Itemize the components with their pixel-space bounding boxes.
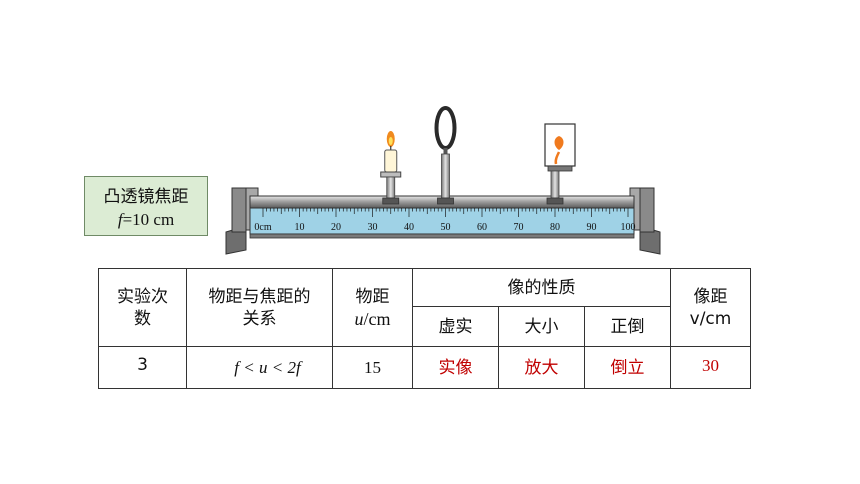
- ruler-tick-label: 90: [587, 222, 597, 233]
- optical-bench: 0cm 10 20 30 40 50 60 70 80 90 100: [225, 106, 661, 255]
- cell-orientation: 倒立: [584, 346, 671, 389]
- candle: [380, 131, 402, 205]
- cell-trial: 3: [98, 346, 187, 389]
- header-image-properties: 像的性质: [412, 268, 671, 307]
- cell-size: 放大: [498, 346, 585, 389]
- focal-length-box: 凸透镜焦距 f=10 cm: [84, 176, 208, 236]
- header-image-distance-unit: v/cm: [689, 308, 732, 329]
- convex-lens: [434, 106, 457, 205]
- header-relation: 物距与焦距的关系: [186, 268, 333, 347]
- ruler-tick-label: 10: [295, 222, 305, 233]
- ruler-unit-label: 0cm: [254, 222, 271, 233]
- ruler-tick-label: 50: [441, 222, 451, 233]
- focal-length-number: =10 cm: [122, 210, 175, 229]
- header-size: 大小: [498, 306, 585, 347]
- table-row: 3 f < u < 2f 15 实像 放大 倒立 30: [98, 346, 751, 389]
- header-trial: 实验次数: [98, 268, 187, 347]
- ruler-tick-label: 40: [404, 222, 414, 233]
- bench-right-support: [629, 187, 661, 255]
- cell-image-distance: 30: [670, 346, 751, 389]
- header-object-distance-name: 物距: [355, 286, 390, 307]
- cell-relation: f < u < 2f: [186, 346, 333, 389]
- focal-length-symbol: f: [117, 210, 123, 229]
- experiment-table: 实验次数 物距与焦距的关系 物距 u/cm 像的性质 像距 v/cm 虚实 大小…: [98, 268, 751, 389]
- focal-length-title: 凸透镜焦距: [103, 187, 189, 207]
- header-object-distance: 物距 u/cm: [332, 268, 413, 347]
- header-image-distance: 像距 v/cm: [670, 268, 751, 347]
- ruler: [249, 207, 635, 235]
- ruler-tick-label: 20: [331, 222, 341, 233]
- cell-virtual-real: 实像: [412, 346, 499, 389]
- ruler-tick-label: 60: [477, 222, 487, 233]
- cell-object-distance: 15: [332, 346, 413, 389]
- ruler-ticks: 0cm 10 20 30 40 50 60 70 80 90 100: [254, 208, 636, 233]
- focal-length-value: f=10 cm: [85, 210, 207, 230]
- ruler-tick-label: 30: [368, 222, 378, 233]
- header-virtual-real: 虚实: [412, 306, 499, 347]
- ruler-tick-label: 70: [514, 222, 524, 233]
- header-object-distance-unit: u/cm: [354, 308, 391, 329]
- header-image-distance-name: 像距: [693, 286, 728, 307]
- ruler-tick-label: 100: [621, 222, 636, 233]
- header-orientation: 正倒: [584, 306, 671, 347]
- light-screen: [544, 123, 576, 205]
- ruler-tick-label: 80: [550, 222, 560, 233]
